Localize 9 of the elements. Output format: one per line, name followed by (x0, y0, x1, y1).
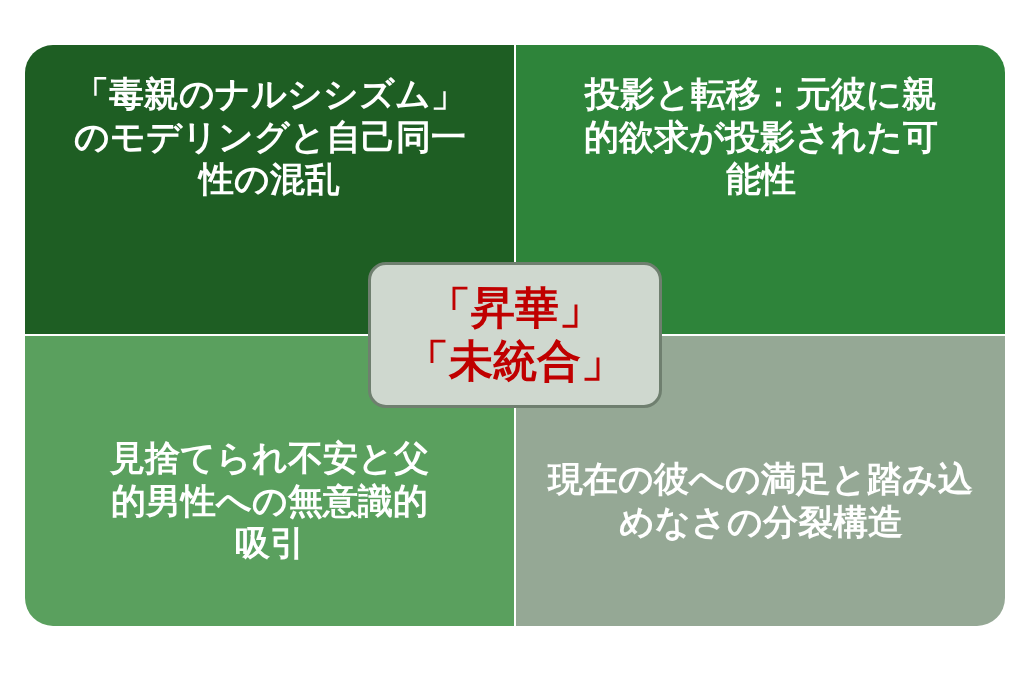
term-text: 「昇華」 (427, 282, 603, 335)
center-box (368, 262, 662, 408)
term-text: 「未統合」 (405, 335, 625, 388)
quadrant-box (25, 45, 514, 334)
quadrant-text: 見捨てられ不安と父的男性への無意識的吸引 (109, 436, 430, 566)
quadrant-text: 現在の彼への満足と踏み込めなさの分裂構造 (546, 458, 974, 544)
quadrant-text: 「毒親のナルシシズム」のモデリングと自己同一性の混乱 (72, 73, 467, 202)
quadrant-text: 投影と転移：元彼に親的欲求が投影された可能性 (582, 73, 939, 202)
quadrant-box (516, 45, 1005, 334)
